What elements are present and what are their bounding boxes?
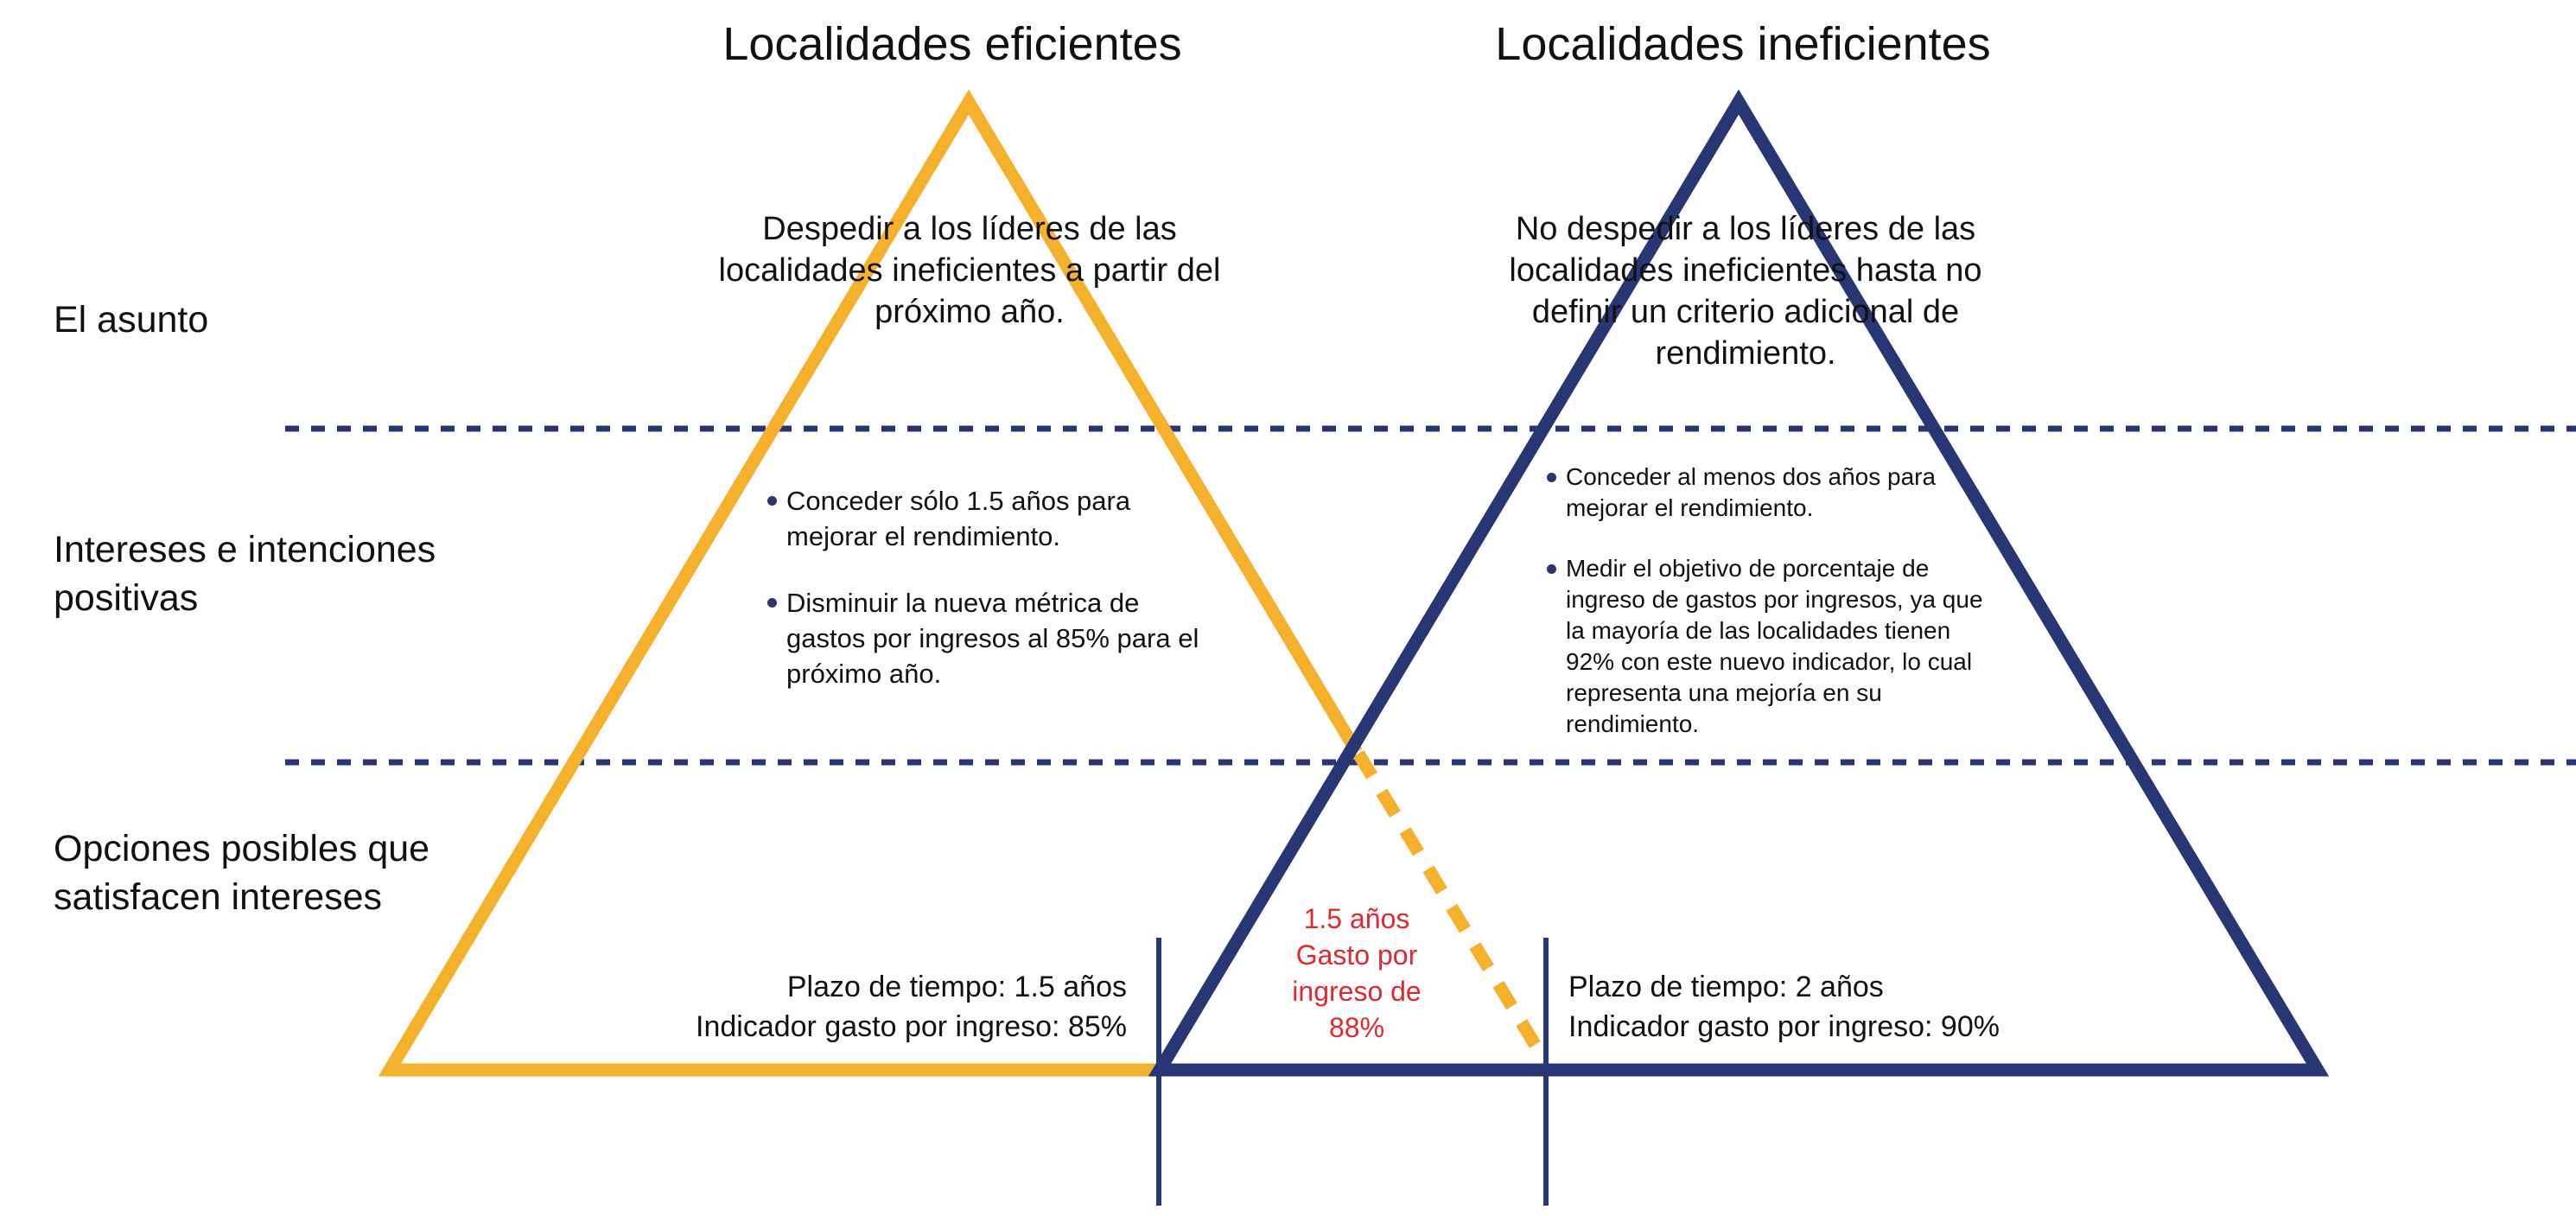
inefficient-triangle	[1148, 89, 2330, 1077]
inefficient-option-time: Plazo de tiempo: 2 años	[1568, 971, 1884, 1003]
inefficient-interests-list: Conceder al menos dos años para mejorar …	[1547, 462, 1988, 740]
efficient-triangle	[378, 89, 1363, 1077]
compromise-text: 1.5 años Gasto por ingreso de 88%	[1236, 901, 1478, 1046]
efficient-option: Plazo de tiempo: 1.5 años Indicador gast…	[696, 967, 1127, 1047]
efficient-interest-item: Disminuir la nueva métrica de gastos por…	[767, 585, 1217, 691]
efficient-option-time: Plazo de tiempo: 1.5 años	[786, 971, 1127, 1003]
compromise-line: ingreso de	[1292, 976, 1422, 1007]
efficient-issue: Despedir a los líderes de las localidade…	[718, 211, 1221, 330]
inefficient-option: Plazo de tiempo: 2 años Indicador gasto …	[1568, 967, 2000, 1047]
inefficient-option-indicator: Indicador gasto por ingreso: 90%	[1568, 1010, 2000, 1043]
efficient-dashed-edge	[1352, 750, 1551, 1065]
inefficient-interest-item: Conceder al menos dos años para mejorar …	[1547, 462, 1988, 524]
efficient-interests-list: Conceder sólo 1.5 años para mejorar el r…	[767, 483, 1217, 691]
title-inefficient: Localidades ineficientes	[1495, 18, 1991, 70]
inefficient-issue: No despedir a los líderes de las localid…	[1509, 211, 1982, 372]
compromise-line: Gasto por	[1295, 939, 1418, 971]
title-efficient: Localidades eficientes	[722, 18, 1182, 70]
compromise-line: 88%	[1328, 1012, 1385, 1043]
efficient-interest-item: Conceder sólo 1.5 años para mejorar el r…	[767, 483, 1217, 554]
inefficient-interest-item: Medir el objetivo de porcentaje de ingre…	[1547, 553, 1988, 740]
row-label-options: Opciones posibles que satisfacen interes…	[54, 828, 430, 918]
row-label-issue: El asunto	[54, 299, 209, 341]
efficient-option-indicator: Indicador gasto por ingreso: 85%	[696, 1010, 1127, 1043]
compromise-line: 1.5 años	[1303, 903, 1410, 934]
row-label-interests: Intereses e intenciones positivas	[54, 529, 436, 619]
